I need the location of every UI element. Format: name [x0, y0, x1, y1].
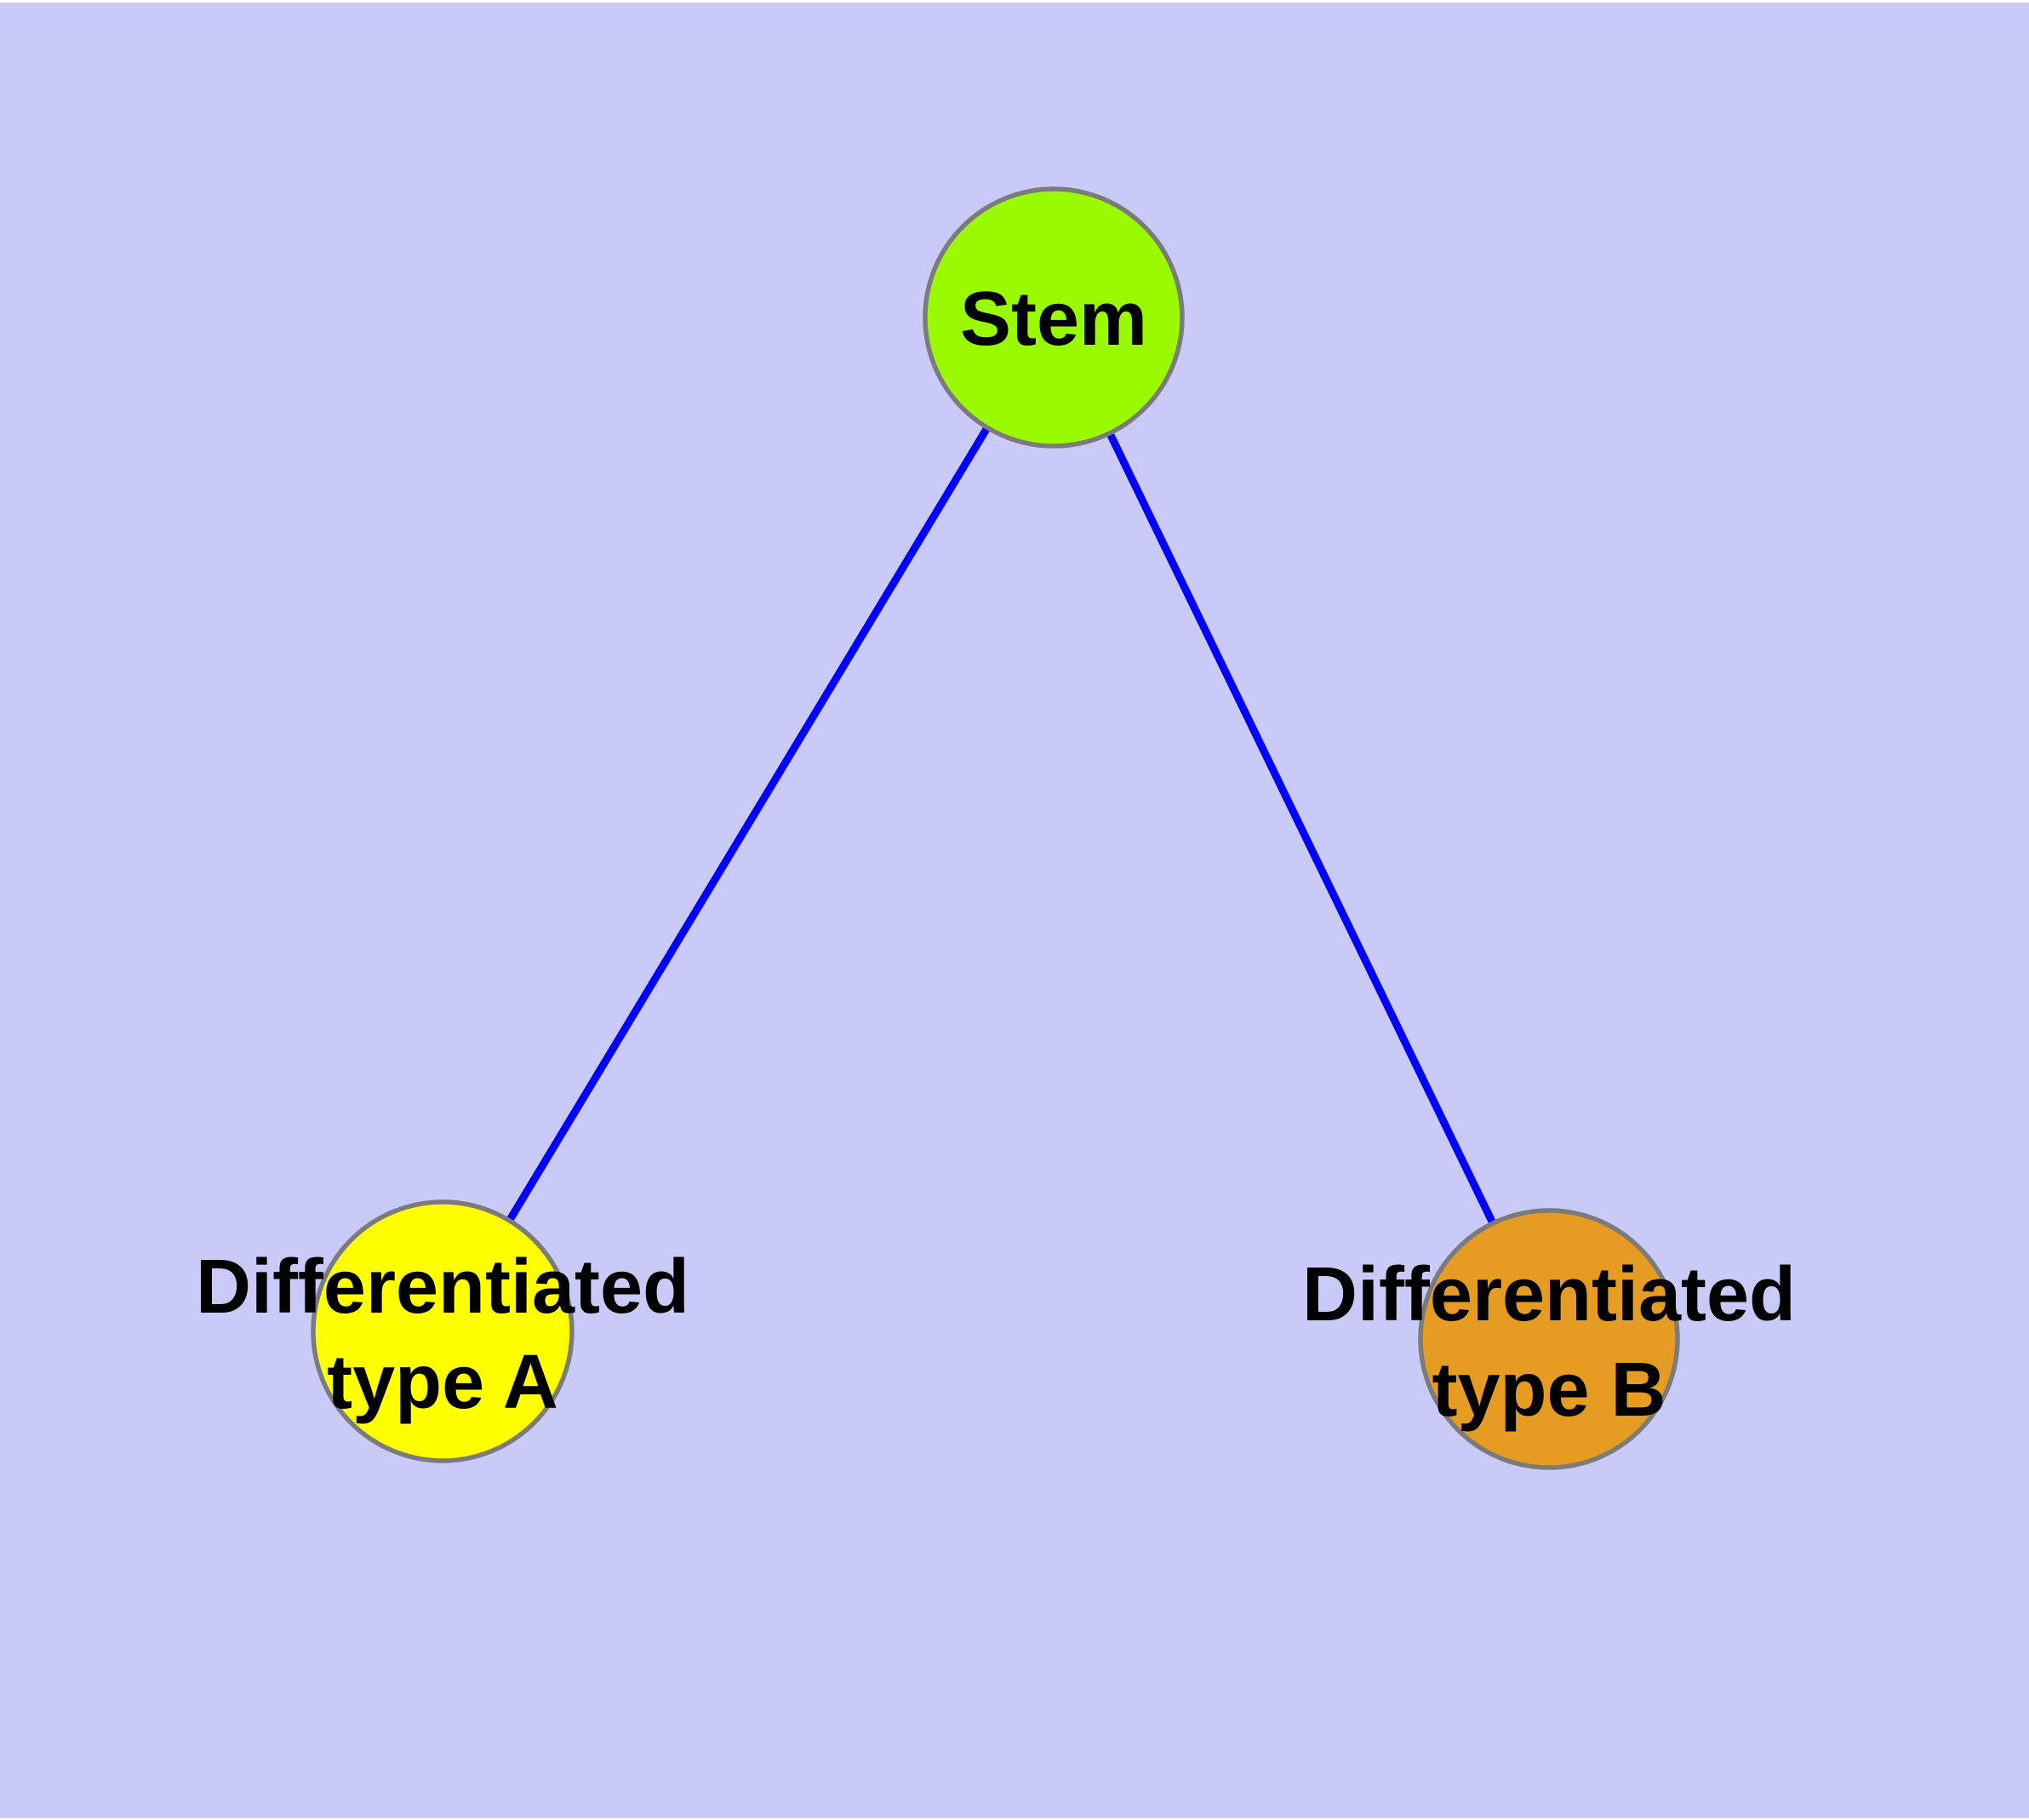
edge-stem-to-type-b [1049, 316, 1553, 1341]
node-type-a-circle [311, 1199, 574, 1463]
node-type-a-label-line2: type A [327, 1340, 558, 1425]
node-type-b-label-line2: type B [1432, 1348, 1666, 1433]
node-stem-label: Stem [960, 277, 1147, 362]
node-type-b-circle [1418, 1208, 1680, 1470]
node-type-b-label-line1: Differentiated [1302, 1252, 1796, 1337]
node-stem-circle [923, 186, 1185, 449]
node-type-a-label-line1: Differentiated [196, 1245, 689, 1330]
edge-stem-to-type-a [439, 315, 1057, 1334]
